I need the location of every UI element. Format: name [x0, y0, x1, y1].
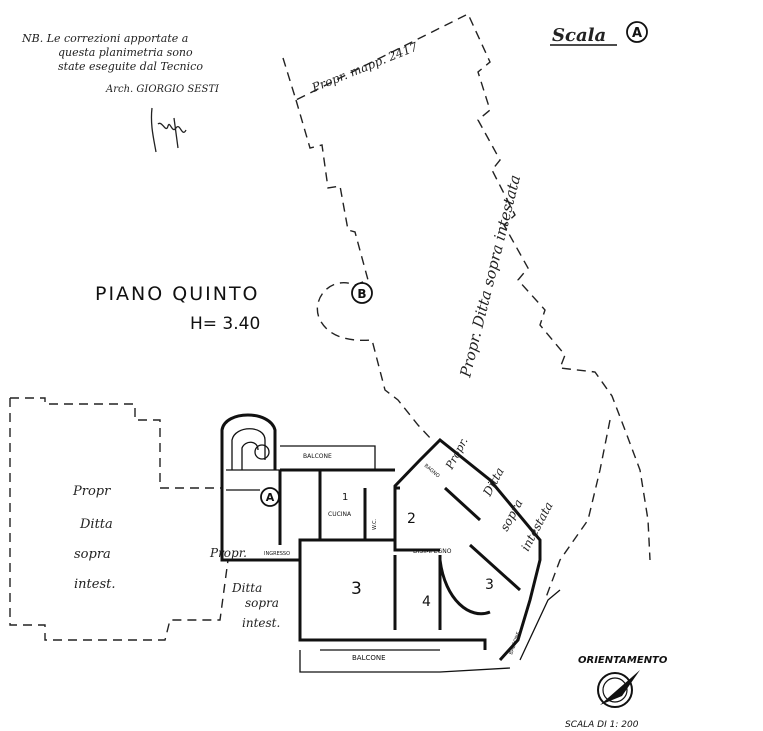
marker-b-circle	[351, 282, 373, 304]
room-cucina: CUCINA	[328, 511, 352, 518]
left-property-outline	[9, 397, 229, 641]
room-1: 1	[342, 492, 348, 503]
label-ditta-b: Propr. Ditta sopra intestata	[456, 173, 524, 380]
room-3b: 3	[485, 577, 494, 593]
label-left-2: Ditta	[79, 517, 113, 532]
label-left-4: intest.	[74, 577, 115, 592]
orientation-title: ORIENTAMENTO	[578, 655, 668, 666]
label-mid-1: Propr.	[209, 546, 247, 560]
correction-note: NB. Le correzioni apportate a questa pla…	[21, 32, 220, 95]
orientation-block: ORIENTAMENTO SCALA DI 1: 200	[565, 655, 668, 730]
note-line-4: Arch. GIORGIO SESTI	[105, 84, 220, 95]
room-wc: W.C.	[372, 519, 378, 530]
marker-a-apartment	[260, 487, 280, 507]
label-right-3: sopra	[497, 497, 525, 534]
scale-title: Scala	[552, 25, 606, 46]
note-line-2: questa planimetria sono	[58, 46, 193, 59]
north-arrow-icon	[597, 672, 633, 708]
room-ingresso: INGRESSO	[264, 551, 290, 557]
label-left-3: sopra	[74, 547, 111, 562]
building-b-outline: B	[282, 13, 651, 601]
label-mid-2: Ditta	[231, 581, 262, 595]
scale-marker: A	[632, 26, 642, 41]
marker-a-circle	[626, 21, 648, 43]
room-2: 2	[407, 511, 416, 527]
room-balcone-right: BALCONE	[508, 631, 522, 656]
label-left-1: Propr	[72, 484, 111, 499]
room-4: 4	[422, 594, 431, 610]
label-mapp: Propr. mapp. 2417	[309, 39, 420, 95]
scale-heading: Scala A	[550, 21, 648, 46]
room-balcone-bottom: BALCONE	[352, 654, 386, 662]
scale-text: SCALA DI 1: 200	[565, 720, 639, 730]
floor-height: H= 3.40	[190, 314, 260, 334]
marker-b: B	[357, 287, 366, 301]
signature-scribble	[150, 107, 187, 153]
note-line-1: NB. Le correzioni apportate a	[21, 32, 188, 45]
floor-title: PIANO QUINTO	[95, 283, 260, 305]
room-balcone-top: BALCONE	[303, 453, 332, 460]
room-disimpegno: DISIMPEGNO	[413, 548, 452, 555]
note-line-3: state eseguite dal Tecnico	[58, 60, 203, 73]
apartment-walls	[220, 413, 561, 673]
label-mid-3: sopra	[245, 596, 279, 610]
label-right-4: intestata	[518, 500, 556, 554]
room-bagno: BAGNO	[423, 463, 441, 479]
label-right-1: Propr.	[443, 435, 471, 472]
label-marker-a: A	[266, 491, 275, 504]
room-3a: 3	[351, 579, 362, 599]
label-mid-4: intest.	[242, 616, 280, 630]
